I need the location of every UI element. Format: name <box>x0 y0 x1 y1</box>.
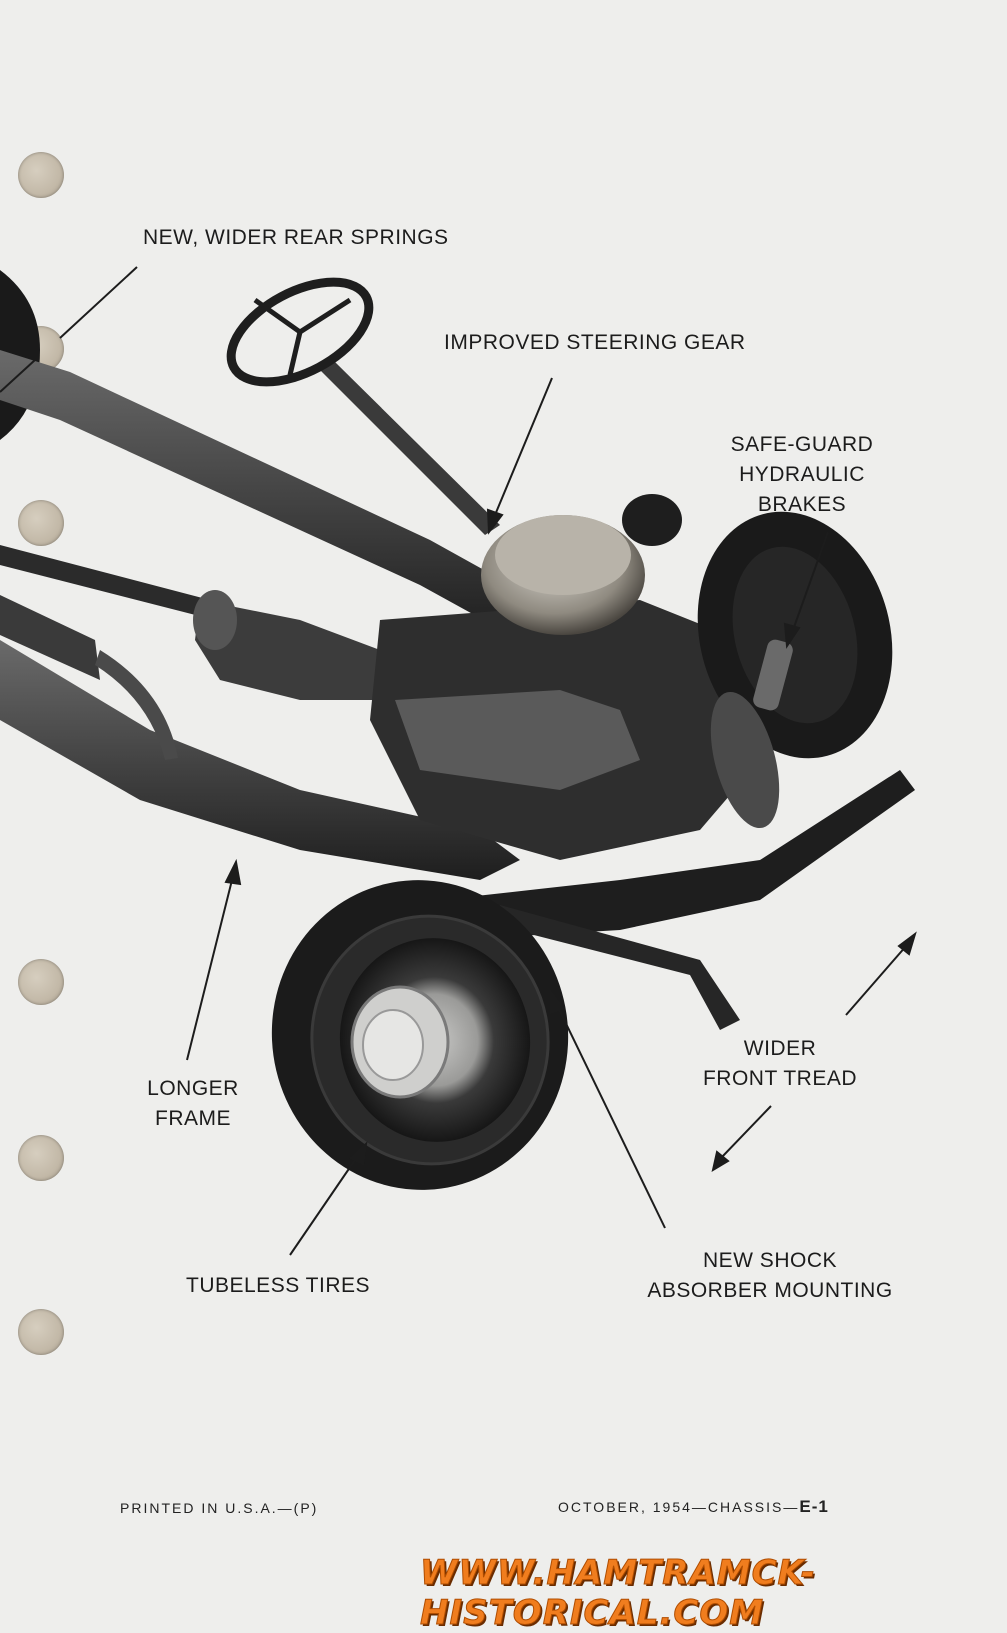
label-brakes: SAFE-GUARD HYDRAULIC BRAKES <box>712 430 892 520</box>
leader-lines <box>0 266 917 1256</box>
valve-cover <box>395 690 640 790</box>
label-brakes-line3: BRAKES <box>757 493 847 516</box>
chassis-illustration <box>0 266 917 1256</box>
label-frame-line1: LONGER <box>147 1077 239 1100</box>
muffler <box>0 595 100 680</box>
binder-hole <box>18 500 64 546</box>
control-arm <box>495 905 740 1030</box>
steering-wheel <box>226 277 374 387</box>
manual-page: NEW, WIDER REAR SPRINGS IMPROVED STEERIN… <box>0 152 920 1633</box>
label-front-tread-line1: WIDER <box>743 1037 817 1060</box>
footer-printed: PRINTED IN U.S.A.—(P) <box>120 1500 319 1516</box>
label-frame: LONGER FRAME <box>128 1074 258 1134</box>
steering-column <box>320 362 500 535</box>
transmission <box>195 600 390 700</box>
binder-hole <box>18 1309 64 1355</box>
exhaust-pipe <box>95 650 178 760</box>
frame-rail-lower <box>0 640 520 880</box>
site-watermark: WWW.HAMTRAMCK-HISTORICAL.COM <box>420 1553 816 1633</box>
frame-rail-upper <box>0 350 560 640</box>
page-number: E-1 <box>799 1497 829 1516</box>
label-steering-gear: IMPROVED STEERING GEAR <box>444 331 746 354</box>
label-brakes-line1: SAFE-GUARD <box>730 433 874 456</box>
binder-hole <box>18 1135 64 1181</box>
footer-date: OCTOBER, 1954—CHASSIS— <box>558 1499 800 1515</box>
label-rear-springs: NEW, WIDER REAR SPRINGS <box>143 226 449 249</box>
front-crossmember <box>440 770 915 940</box>
label-frame-line2: FRAME <box>155 1107 231 1130</box>
brake-cylinder <box>753 639 793 711</box>
binder-hole <box>18 152 64 198</box>
label-tires: TUBELESS TIRES <box>186 1274 371 1297</box>
footer-date-section: OCTOBER, 1954—CHASSIS—E-1 <box>558 1497 829 1517</box>
fan <box>710 691 780 829</box>
label-front-tread-line2: FRONT TREAD <box>702 1067 858 1090</box>
driveshaft <box>0 545 215 620</box>
label-shock-line2: ABSORBER MOUNTING <box>647 1279 893 1302</box>
label-shock-line1: NEW SHOCK <box>702 1249 837 1272</box>
label-shock: NEW SHOCK ABSORBER MOUNTING <box>620 1246 920 1306</box>
label-front-tread: WIDER FRONT TREAD <box>690 1034 870 1094</box>
label-brakes-line2: HYDRAULIC <box>739 463 865 486</box>
binder-hole <box>18 959 64 1005</box>
brake-reservoir <box>622 494 682 546</box>
bell-housing <box>193 590 237 650</box>
